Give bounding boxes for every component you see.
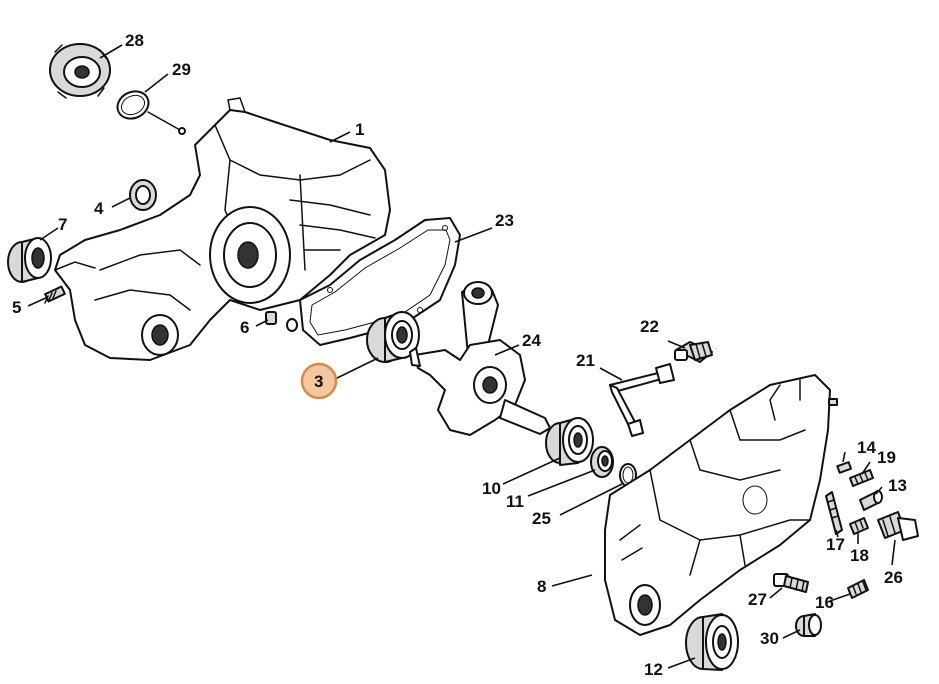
part-4-oil-seal[interactable] [129,179,157,211]
part-26-fitting[interactable] [877,511,919,541]
part-17-stud[interactable] [825,491,843,535]
label-17[interactable]: 17 [826,535,845,554]
part-11-oil-seal[interactable] [590,446,614,478]
label-19[interactable]: 19 [877,448,896,467]
part-1-crankcase-left[interactable] [54,97,391,361]
part-29-o-ring[interactable] [113,86,186,135]
label-28[interactable]: 28 [125,31,144,50]
label-8[interactable]: 8 [537,577,546,596]
label-14[interactable]: 14 [857,438,876,457]
leader-lines [27,44,896,669]
label-13[interactable]: 13 [888,476,907,495]
highlight-circle-part-3[interactable] [300,362,338,400]
part-21-bar[interactable] [609,363,675,437]
label-10[interactable]: 10 [482,479,501,498]
label-18[interactable]: 18 [850,546,869,565]
label-23[interactable]: 23 [495,211,514,230]
part-14-stud[interactable] [836,461,853,474]
label-3[interactable]: 3 [314,372,323,391]
part-8-crankcase-right[interactable] [604,374,831,636]
part-13-nipple[interactable] [859,490,883,511]
label-21[interactable]: 21 [576,351,595,370]
part-28-starter-assembly[interactable] [49,43,111,99]
label-7[interactable]: 7 [58,215,67,234]
label-29[interactable]: 29 [172,60,191,79]
part-18-stud[interactable] [849,517,869,535]
part-12-bush[interactable] [685,613,739,671]
label-12[interactable]: 12 [644,660,663,679]
part-27-screw[interactable] [773,573,809,593]
part-22-screw[interactable] [674,341,713,363]
part-23-gasket[interactable] [299,217,461,346]
label-22[interactable]: 22 [640,317,659,336]
part-10-ball-bearing[interactable] [545,417,594,466]
label-25[interactable]: 25 [532,509,551,528]
part-30-plug[interactable] [795,613,822,637]
label-1[interactable]: 1 [355,120,364,139]
part-3-ball-bearing[interactable] [366,311,420,363]
part-5-screw[interactable] [44,285,66,304]
label-4[interactable]: 4 [94,199,104,218]
part-7-bush[interactable] [7,237,52,283]
callout-labels: 28 29 1 4 7 5 6 23 3 24 22 21 10 11 25 8… [12,31,907,679]
part-screw-top[interactable] [828,398,838,406]
label-11[interactable]: 11 [506,492,524,511]
label-24[interactable]: 24 [522,331,541,350]
label-27[interactable]: 27 [748,590,767,609]
label-26[interactable]: 26 [884,568,903,587]
part-19-screw[interactable] [849,469,874,487]
label-16[interactable]: 16 [815,593,834,612]
label-6[interactable]: 6 [240,318,249,337]
label-30[interactable]: 30 [760,629,779,648]
part-6-sleeve[interactable] [265,311,298,332]
part-24-crankshaft[interactable] [409,281,551,436]
part-16-stud[interactable] [847,579,869,599]
label-5[interactable]: 5 [12,298,21,317]
